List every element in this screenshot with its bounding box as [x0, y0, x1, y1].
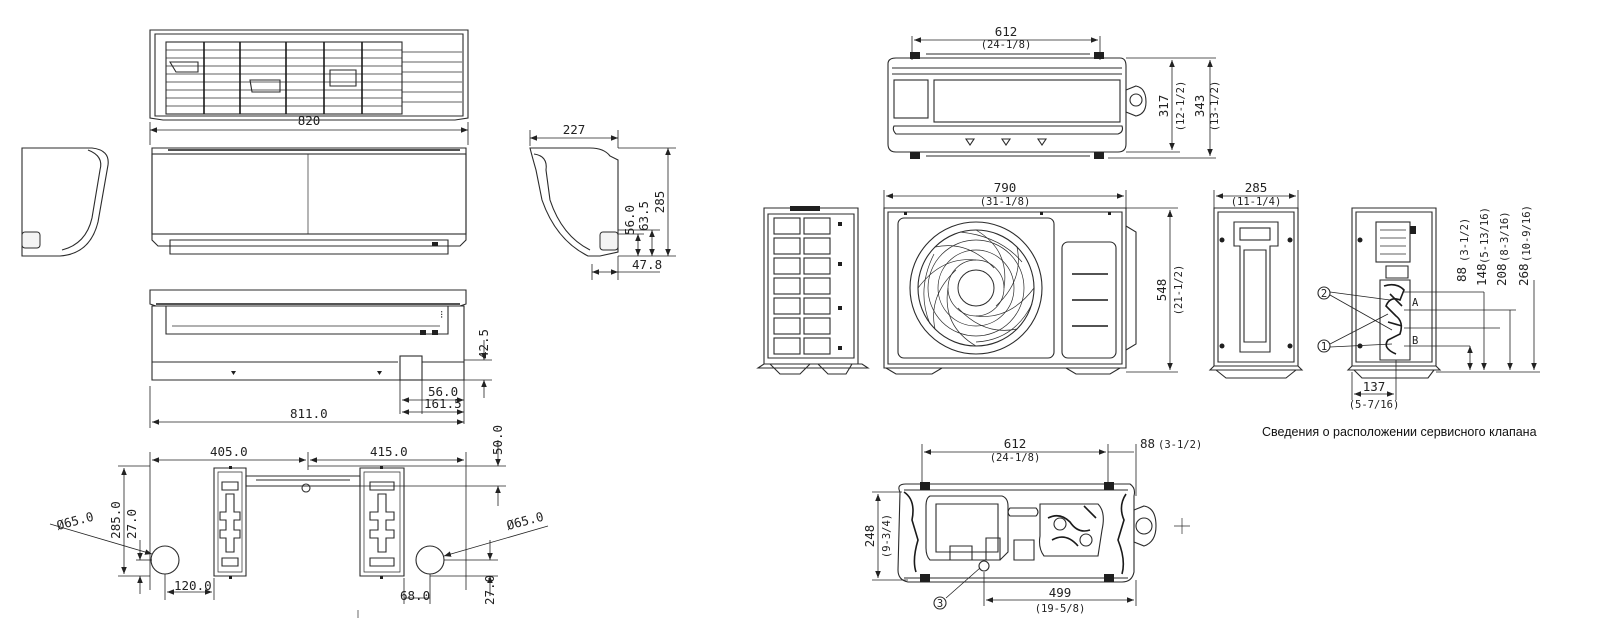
out-bottom-499-label: 499	[1049, 585, 1072, 600]
out-top-343-in-label: (13-1/2)	[1209, 81, 1221, 132]
outdoor-right-side: 285 (11-1/4)	[1208, 180, 1304, 379]
outdoor-front-view: 790 (31-1/8) 548 (21-1/2)	[883, 180, 1185, 375]
v-268-in-label: (10-9/16)	[1521, 205, 1533, 262]
v-268-label: 268	[1516, 263, 1531, 286]
out-top-343-label: 343	[1192, 95, 1207, 118]
out-side-285-label: 285	[1245, 180, 1268, 195]
dim-820-label: 820	[298, 113, 321, 128]
dim-161-5-label: 161.5	[424, 396, 462, 411]
indoor-top-view	[149, 29, 469, 121]
out-bottom-88-label: 88	[1140, 436, 1155, 451]
v-148-in-label: (5-13/16)	[1479, 207, 1491, 264]
dim-405-0-label: 405.0	[210, 444, 248, 459]
dim-227-label: 227	[563, 122, 586, 137]
indoor-right-side: 227 285 63.5 56.0 47.8	[529, 122, 676, 280]
indoor-left-side	[21, 147, 109, 257]
dim-415-0-label: 415.0	[370, 444, 408, 459]
out-bottom-612-label: 612	[1004, 436, 1027, 451]
indoor-bottom-view: ⁝ 42.5 56.0 161.5 811.0	[149, 289, 492, 428]
out-front-548-label: 548	[1154, 279, 1169, 302]
indoor-front-view	[151, 147, 467, 255]
dim-47-8-label: 47.8	[632, 257, 662, 272]
service-valve-view: 2 1 A B 88 (3-1/2) 148 (5-13/16) 208 (8-…	[1317, 205, 1540, 411]
dim-820: 820	[149, 113, 469, 145]
out-front-548-in-label: (21-1/2)	[1173, 265, 1185, 316]
v-137-in-label: (5-7/16)	[1349, 399, 1400, 411]
dim-50-0-label: 50.0	[490, 425, 505, 455]
v-208-label: 208	[1494, 263, 1509, 286]
outdoor-bottom-view: 612 (24-1/8) 88 (3-1/2) 248 (9-3/4) 499 …	[862, 436, 1202, 615]
dim-63-5-label: 63.5	[636, 201, 651, 231]
mark-b-label: B	[1412, 335, 1418, 347]
dim-56-0b-label: 56.0	[428, 384, 458, 399]
dim-811-0-label: 811.0	[290, 406, 328, 421]
out-top-612-in-label: (24-1/8)	[981, 39, 1032, 51]
out-top-317-label: 317	[1156, 95, 1171, 118]
hole-left-label: Ø65.0	[55, 509, 95, 533]
out-bottom-248-label: 248	[862, 525, 877, 548]
mark-a-label: A	[1412, 297, 1419, 309]
out-bottom-499-in-label: (19-5/8)	[1035, 603, 1086, 615]
out-bottom-248-in-label: (9-3/4)	[881, 514, 893, 558]
dim-42-5-label: 42.5	[476, 329, 491, 359]
v-148-label: 148	[1474, 263, 1489, 286]
out-front-790-in-label: (31-1/8)	[980, 196, 1031, 208]
v-208-in-label: (8-3/16)	[1499, 211, 1511, 262]
indicator-dots: ⁝	[440, 309, 443, 321]
hole-right-label: Ø65.0	[505, 509, 545, 533]
out-bottom-612-in-label: (24-1/8)	[990, 452, 1041, 464]
dim-285-label: 285	[652, 191, 667, 214]
dim-56-0-label: 56.0	[622, 205, 637, 235]
v-137-label: 137	[1363, 379, 1386, 394]
dim-27-0-left-label: 27.0	[124, 509, 139, 539]
v-88-in-label: (3-1/2)	[1459, 218, 1471, 262]
out-top-612-label: 612	[995, 24, 1018, 39]
v-88-label: 88	[1454, 267, 1469, 282]
mark-1-label: 1	[1321, 341, 1327, 353]
outdoor-top-view: 612 (24-1/8) 317 (12-1/2) 343 (13-1/2)	[887, 24, 1221, 159]
out-side-285-in-label: (11-1/4)	[1231, 196, 1282, 208]
dim-27-0-right-label: 27.0	[482, 575, 497, 605]
out-front-790-label: 790	[994, 180, 1017, 195]
dim-68-0-label: 68.0	[400, 588, 430, 603]
outdoor-left-side	[756, 206, 870, 375]
mark-2-label: 2	[1321, 288, 1327, 300]
dim-285-0-label: 285.0	[108, 501, 123, 539]
dim-120-0-label: 120.0	[174, 578, 212, 593]
out-top-317-in-label: (12-1/2)	[1175, 81, 1187, 132]
mark-3-label: 3	[937, 598, 943, 610]
service-valve-caption: Сведения о расположении сервисного клапа…	[1262, 425, 1537, 439]
out-bottom-88-in-label: (3-1/2)	[1158, 439, 1202, 451]
mounting-plate: 405.0 415.0 50.0	[49, 425, 549, 618]
